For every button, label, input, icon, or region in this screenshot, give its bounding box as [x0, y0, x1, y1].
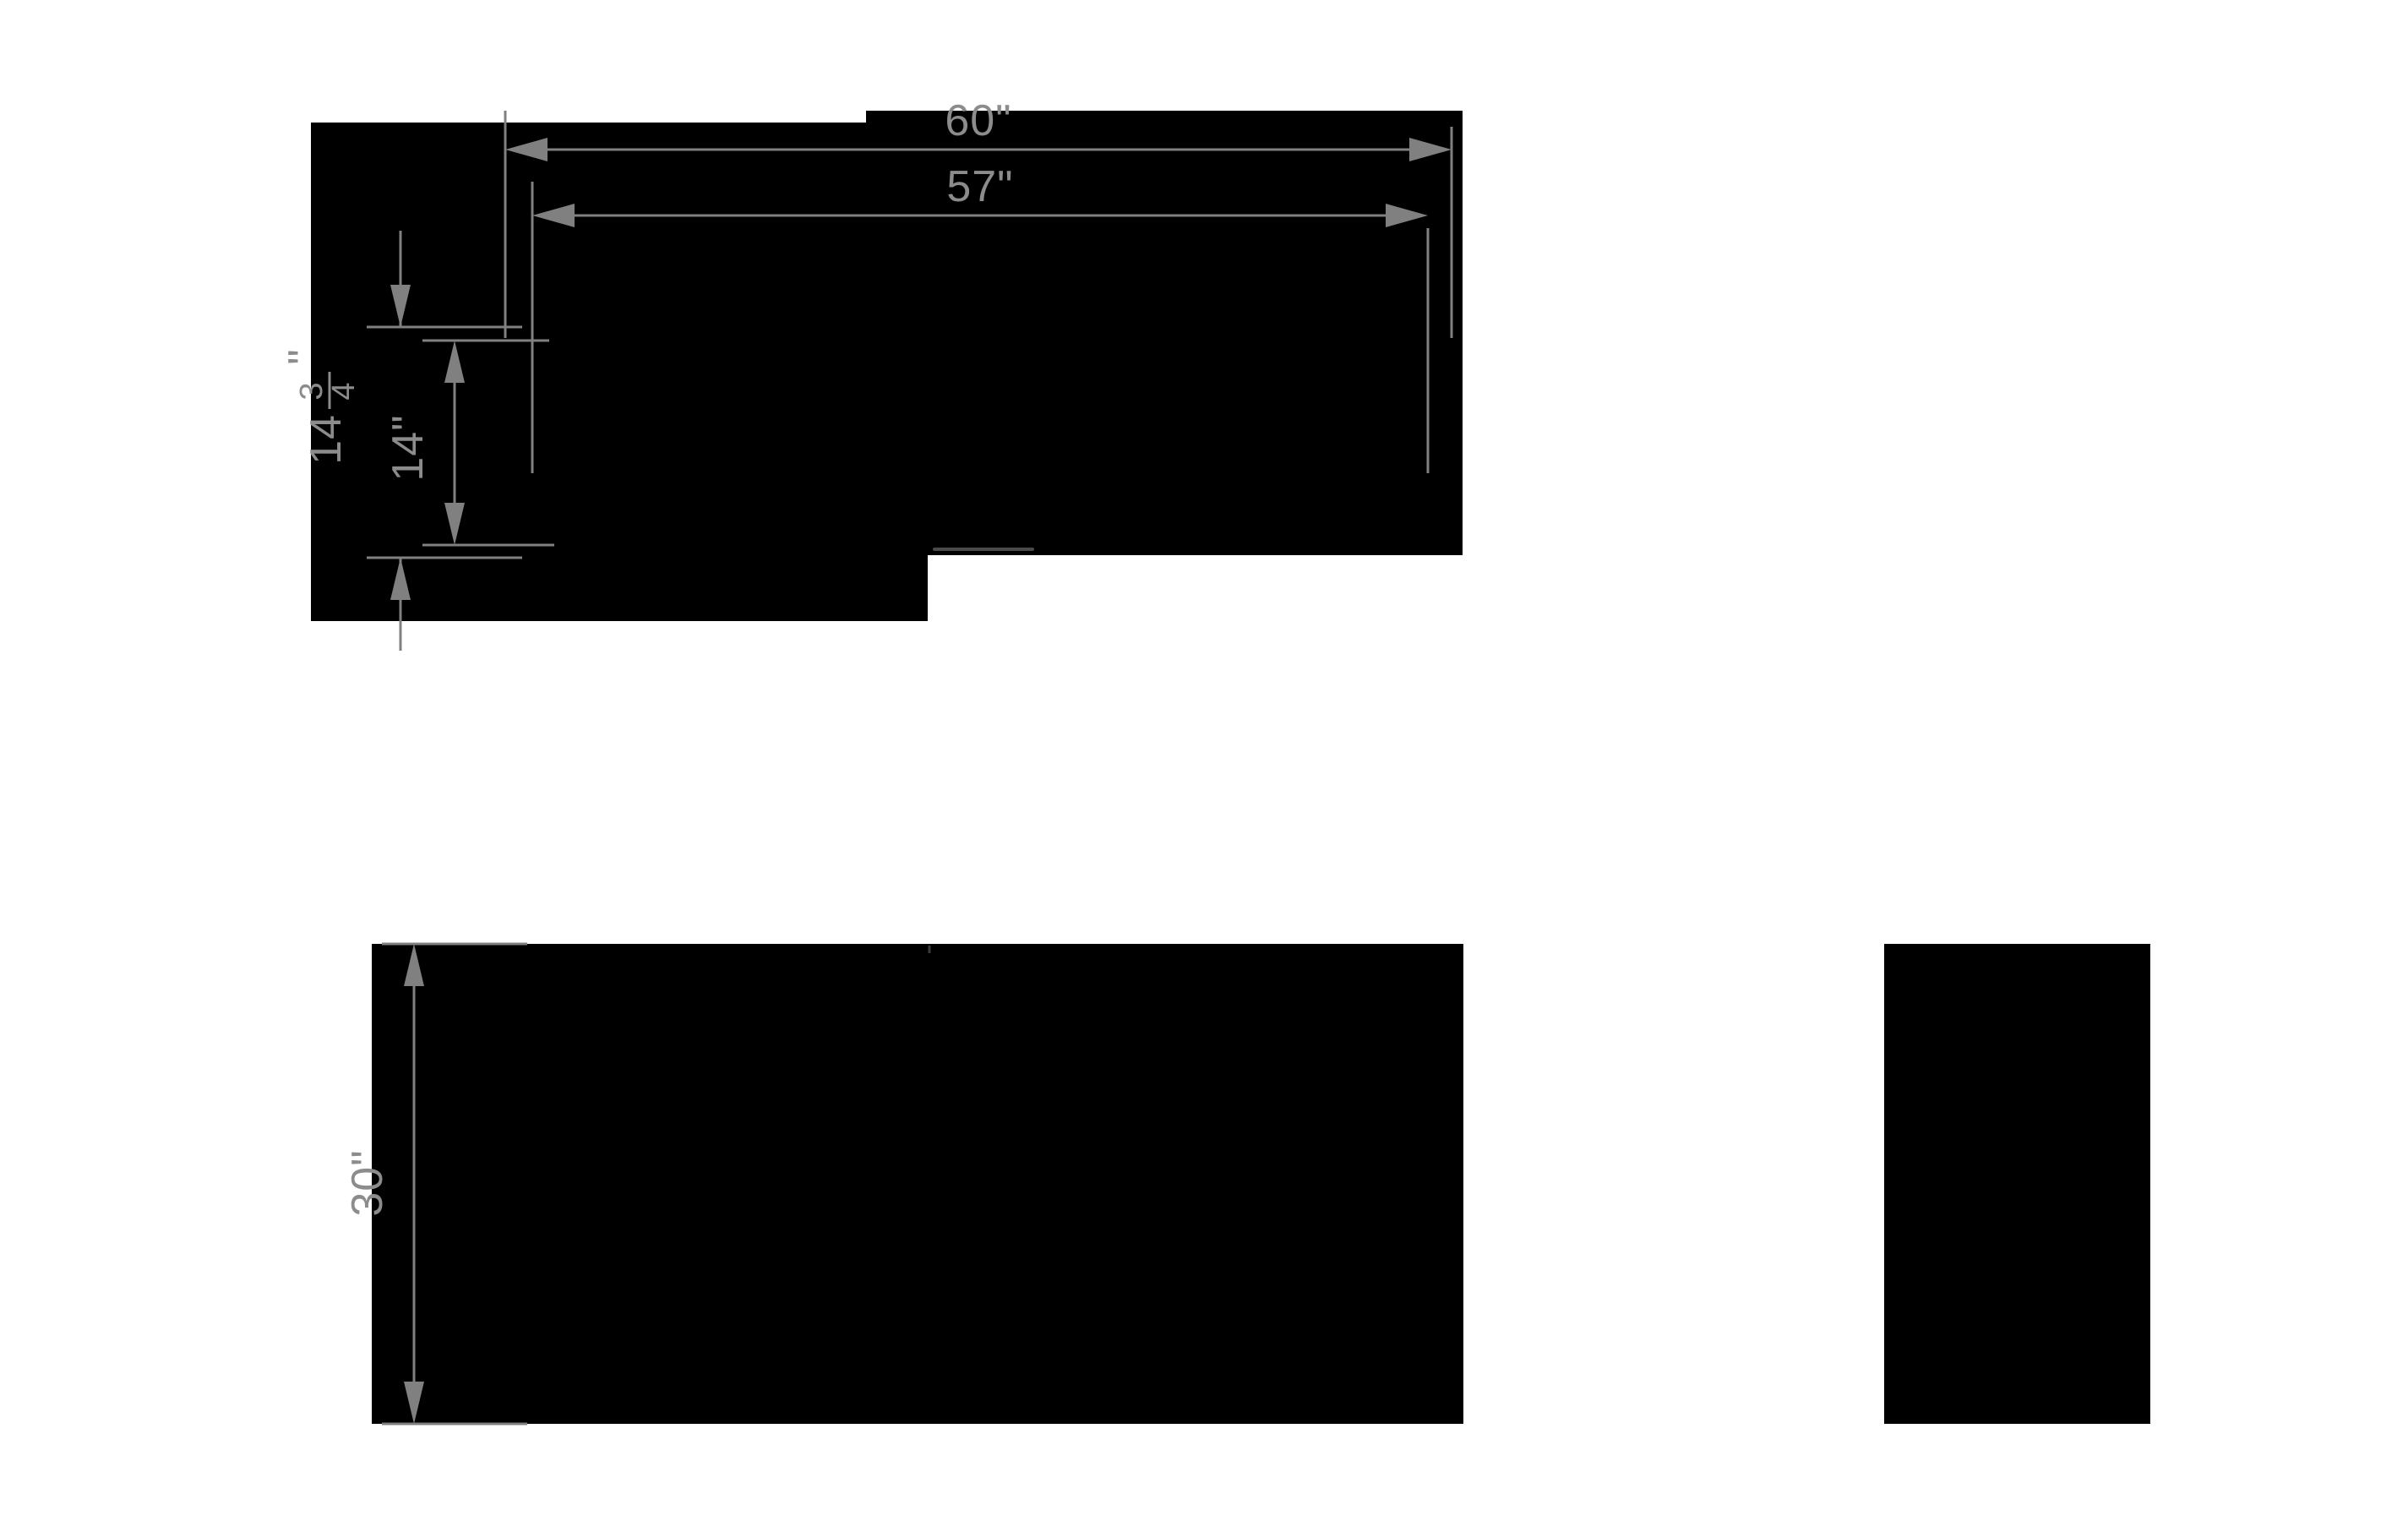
- plan-view-witness-lines: [367, 325, 554, 559]
- dimension-30-arrow-bottom: [404, 1382, 424, 1424]
- dimension-1434-arrow-top: [390, 285, 411, 327]
- dimension-1434-denominator: 4: [326, 382, 362, 400]
- side-elevation-view-group: [1884, 944, 2150, 1424]
- dimension-1434-whole: 14: [302, 414, 351, 465]
- dimension-57-arrow-right: [1386, 204, 1428, 227]
- dimension-14-arrow-top: [444, 341, 465, 383]
- elevation-view-group: [372, 944, 1463, 1424]
- dimension-57-arrow-left: [532, 204, 575, 227]
- elevation-view-extension-lines: [382, 942, 527, 1426]
- dimension-30-arrow-top: [404, 944, 424, 986]
- plan-view-right-block: [866, 111, 1463, 555]
- dimension-14-34-group: 14 3 4 ": [280, 231, 411, 651]
- plan-view-left-block: [311, 123, 874, 621]
- dimension-30-label: 30": [343, 1149, 392, 1216]
- dimension-1434-arrow-bottom: [390, 558, 411, 600]
- dimension-1434-numerator: 3: [294, 382, 330, 400]
- dimension-14-arrow-bottom: [444, 503, 465, 545]
- elevation-view-silhouette: [372, 944, 1463, 1424]
- side-elevation-view-silhouette: [1884, 944, 2150, 1424]
- dimension-60-group: 60": [505, 96, 1452, 161]
- dimension-60-label: 60": [945, 96, 1011, 145]
- dimension-57-group: 57": [532, 162, 1428, 227]
- dimension-14-label: 14": [384, 414, 433, 481]
- dimension-60-arrow-left: [505, 138, 548, 161]
- dimension-14-group: 14": [384, 341, 465, 545]
- dimension-1434-label-group: 14 3 4 ": [280, 348, 362, 465]
- plan-view-extension-lines: [504, 111, 1453, 473]
- dimension-57-label: 57": [946, 162, 1013, 211]
- dimension-60-arrow-right: [1409, 138, 1452, 161]
- dimension-30-group: 30": [343, 944, 424, 1424]
- dimension-1434-quote: ": [280, 348, 329, 364]
